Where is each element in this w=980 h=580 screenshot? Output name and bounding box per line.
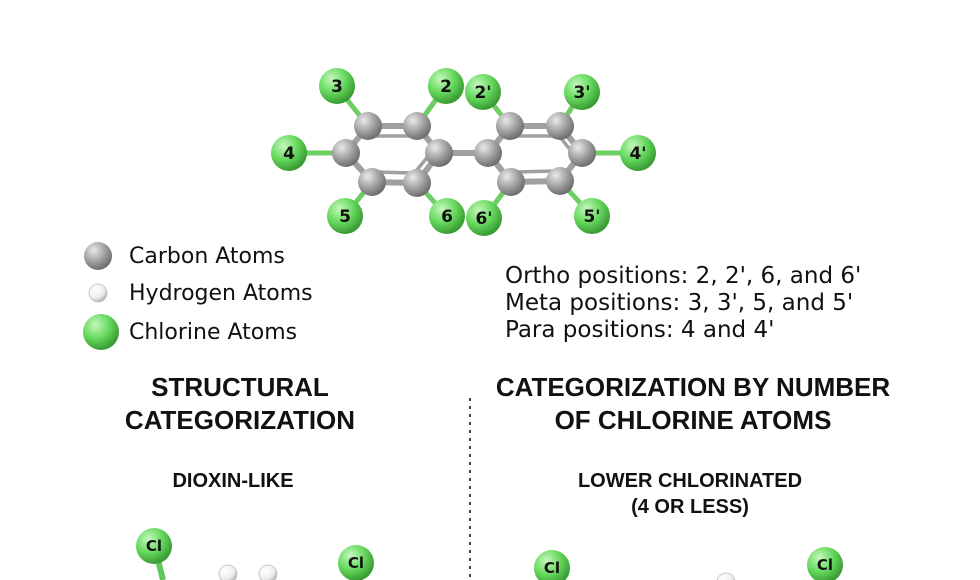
chlorine-count-title-line1: CATEGORIZATION BY NUMBER	[496, 372, 891, 402]
dioxin-like-molecule-partial: Cl Cl	[136, 528, 374, 580]
carbon-atom	[474, 139, 502, 167]
structural-title-line1: STRUCTURAL	[151, 372, 329, 402]
hydrogen-swatch	[88, 283, 108, 303]
cl-label: Cl	[146, 537, 162, 555]
position-6-prime: 6'	[466, 200, 502, 236]
position-2: 2	[428, 68, 464, 104]
hydrogen-atom	[218, 564, 238, 580]
position-4-label: 4	[283, 144, 295, 164]
carbon-atom	[425, 139, 453, 167]
carbon-atom	[496, 112, 524, 140]
position-5-label: 5	[339, 207, 351, 227]
chlorine-atoms: 3 2 4 5 6 2' 3	[271, 68, 656, 236]
position-4: 4	[271, 135, 307, 171]
legend-hydrogen: Hydrogen Atoms	[88, 281, 313, 306]
cl-label: Cl	[348, 554, 364, 572]
positions-info: Ortho positions: 2, 2', 6, and 6' Meta p…	[505, 263, 861, 343]
atom-legend: Carbon Atoms Hydrogen Atoms Chlorine Ato…	[83, 242, 313, 350]
legend-chlorine-label: Chlorine Atoms	[129, 320, 297, 345]
position-2-prime: 2'	[465, 74, 501, 110]
position-4-prime: 4'	[620, 135, 656, 171]
position-6: 6	[429, 198, 465, 234]
carbon-atom	[354, 112, 382, 140]
chlorine-swatch	[83, 314, 119, 350]
dioxin-like-subtitle: DIOXIN-LIKE	[172, 470, 293, 492]
cl-label: Cl	[544, 559, 560, 577]
position-2-label: 2	[440, 77, 452, 97]
position-3-label: 3	[331, 77, 343, 97]
position-5-prime: 5'	[574, 198, 610, 234]
lower-chlorinated-subtitle-line2: (4 OR LESS)	[631, 496, 749, 518]
chlorine-atom: Cl	[807, 547, 843, 580]
position-3: 3	[319, 68, 355, 104]
para-positions: Para positions: 4 and 4'	[505, 317, 774, 343]
legend-chlorine: Chlorine Atoms	[83, 314, 297, 350]
hydrogen-atom	[258, 564, 278, 580]
lower-chlorinated-subtitle-line1: LOWER CHLORINATED	[578, 470, 802, 492]
lower-chlorinated-molecule-partial: Cl Cl	[534, 547, 843, 580]
legend-carbon-label: Carbon Atoms	[129, 244, 285, 269]
position-2-prime-label: 2'	[474, 83, 491, 103]
chlorine-atom: Cl	[136, 528, 172, 564]
chlorine-count-categorization-section: CATEGORIZATION BY NUMBER OF CHLORINE ATO…	[496, 372, 891, 580]
carbon-atom	[403, 112, 431, 140]
chlorine-atom: Cl	[338, 545, 374, 580]
biphenyl-molecule: 3 2 4 5 6 2' 3	[271, 68, 656, 236]
carbon-atom	[568, 139, 596, 167]
structural-categorization-section: STRUCTURAL CATEGORIZATION DIOXIN-LIKE Cl…	[125, 372, 374, 580]
ortho-positions: Ortho positions: 2, 2', 6, and 6'	[505, 263, 861, 289]
chlorine-atom: Cl	[534, 550, 570, 580]
position-3-prime: 3'	[564, 74, 600, 110]
legend-carbon: Carbon Atoms	[84, 242, 285, 270]
position-6-prime-label: 6'	[475, 209, 492, 229]
legend-hydrogen-label: Hydrogen Atoms	[129, 281, 313, 306]
carbon-atom	[403, 169, 431, 197]
carbon-atom	[546, 167, 574, 195]
carbon-atom	[358, 168, 386, 196]
carbon-atom	[497, 168, 525, 196]
carbon-atom	[332, 139, 360, 167]
cl-label: Cl	[817, 556, 833, 574]
carbon-atoms	[332, 112, 596, 197]
structural-title-line2: CATEGORIZATION	[125, 405, 355, 435]
hydrogen-atom	[716, 572, 736, 580]
position-6-label: 6	[441, 207, 453, 227]
carbon-atom	[546, 112, 574, 140]
chlorine-count-title-line2: OF CHLORINE ATOMS	[555, 405, 832, 435]
position-3-prime-label: 3'	[573, 83, 590, 103]
carbon-swatch	[84, 242, 112, 270]
position-5: 5	[327, 198, 363, 234]
position-4-prime-label: 4'	[629, 144, 646, 164]
position-5-prime-label: 5'	[583, 207, 600, 227]
meta-positions: Meta positions: 3, 3', 5, and 5'	[505, 290, 853, 316]
